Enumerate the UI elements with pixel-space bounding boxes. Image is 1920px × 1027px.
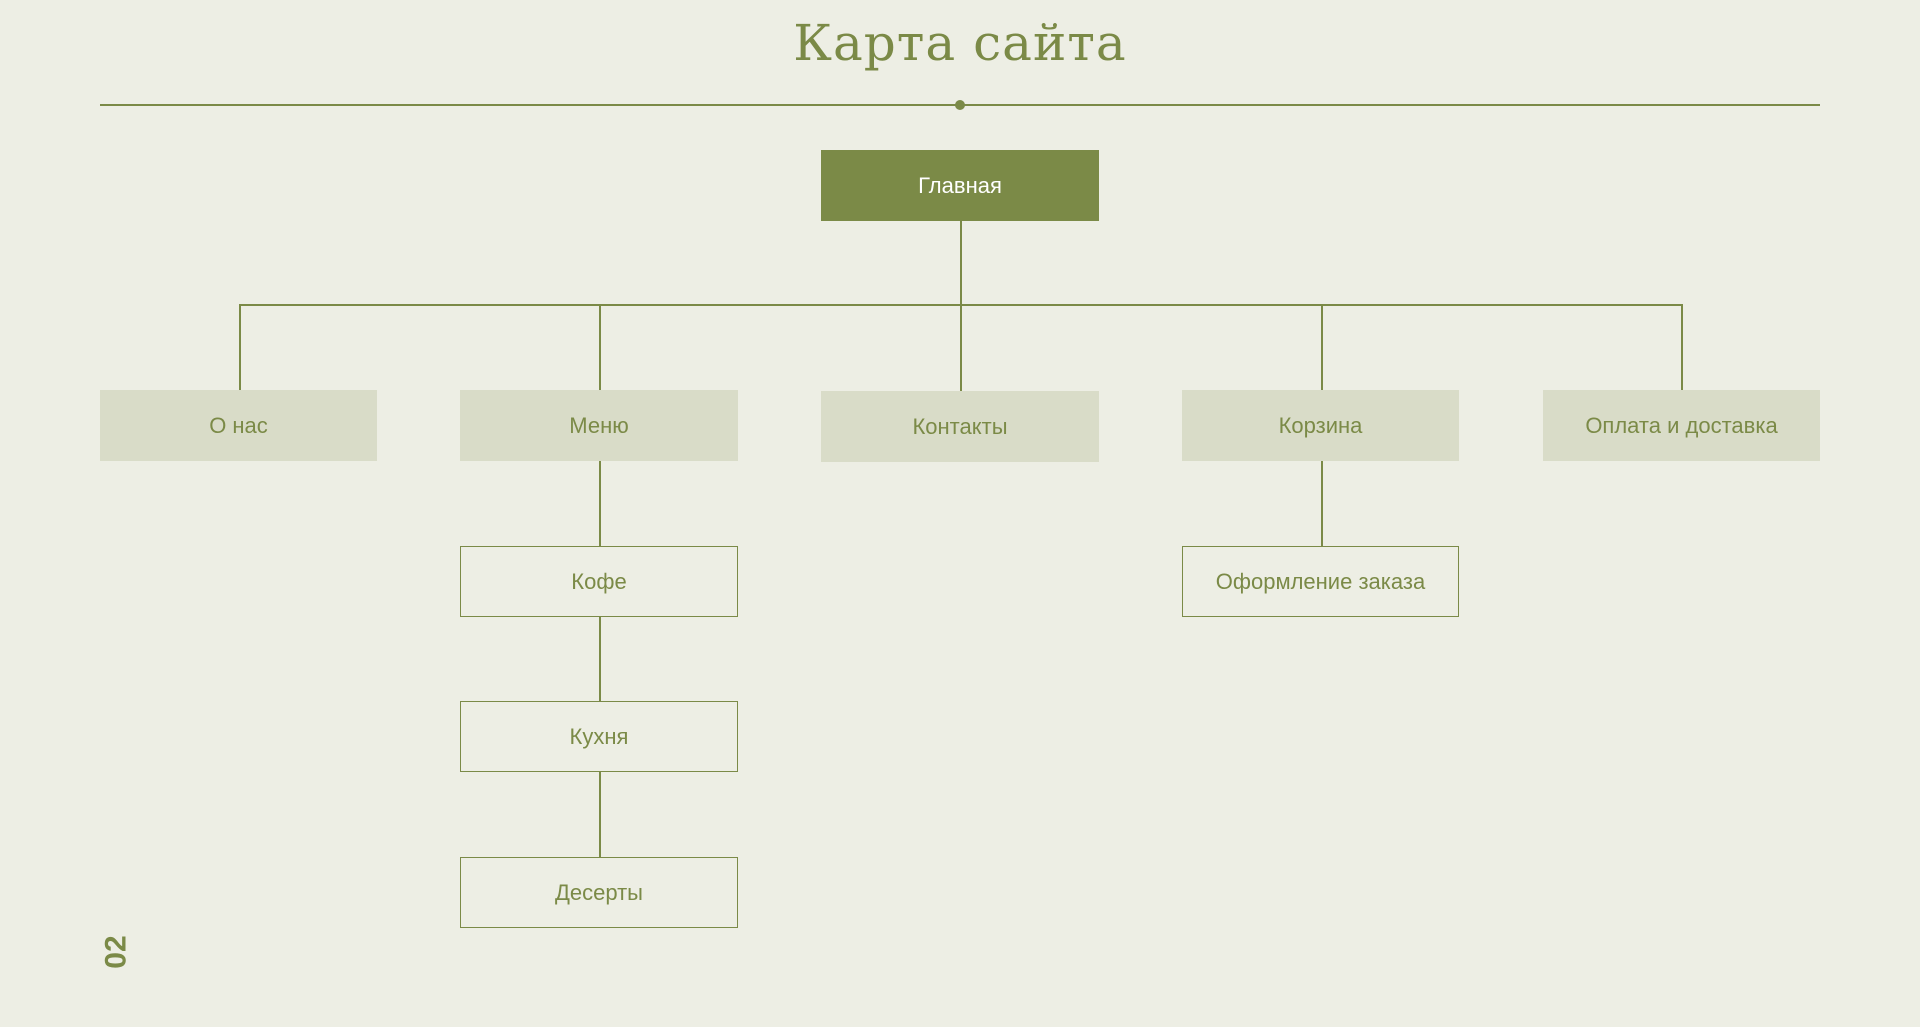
node-cart[interactable]: Корзина <box>1182 390 1459 461</box>
node-about[interactable]: О нас <box>100 390 377 461</box>
connector <box>1321 304 1323 390</box>
connector <box>599 616 601 702</box>
node-kitchen[interactable]: Кухня <box>460 701 738 772</box>
connector <box>599 461 601 547</box>
divider-dot <box>955 100 965 110</box>
connector <box>960 221 962 391</box>
connector <box>1321 461 1323 547</box>
connector <box>239 304 241 390</box>
page-title: Карта сайта <box>793 14 1127 72</box>
node-desserts[interactable]: Десерты <box>460 857 738 928</box>
node-home[interactable]: Главная <box>821 150 1099 221</box>
node-menu[interactable]: Меню <box>460 390 738 461</box>
connector <box>599 771 601 857</box>
node-contacts[interactable]: Контакты <box>821 391 1099 462</box>
node-payment-delivery[interactable]: Оплата и доставка <box>1543 390 1820 461</box>
connector <box>1681 304 1683 390</box>
connector <box>599 304 601 390</box>
node-checkout[interactable]: Оформление заказа <box>1182 546 1459 617</box>
connector <box>239 304 1682 306</box>
page-number: 02 <box>99 935 133 969</box>
node-coffee[interactable]: Кофе <box>460 546 738 617</box>
